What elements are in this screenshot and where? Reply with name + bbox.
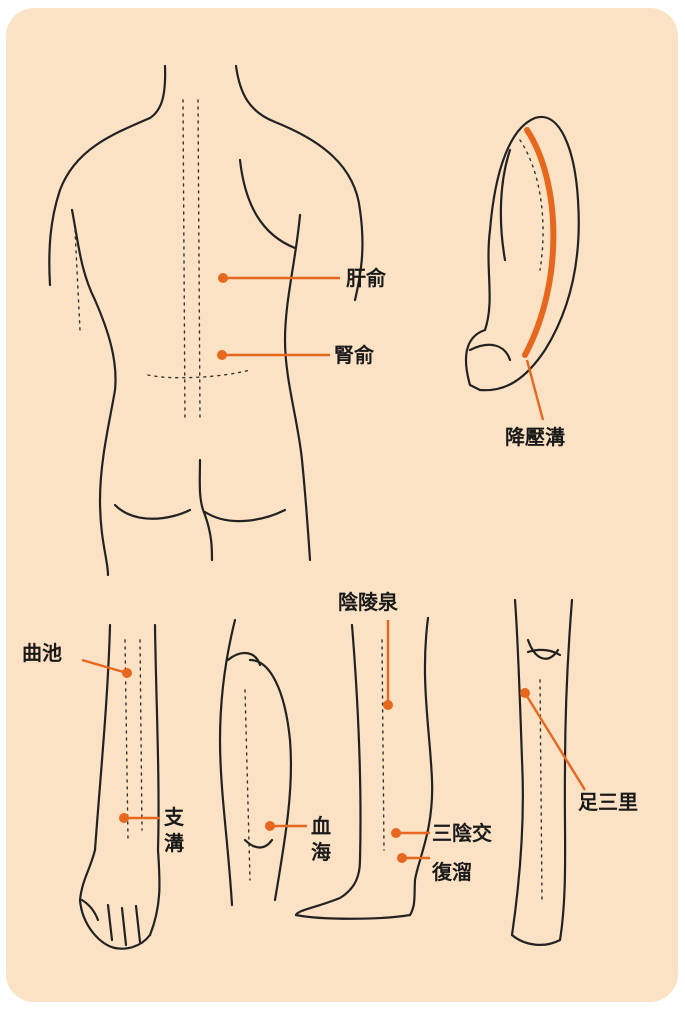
zusanli-point xyxy=(520,688,530,698)
acupoint-dots xyxy=(119,273,530,863)
xuehai-point xyxy=(265,821,275,831)
ear-figure xyxy=(466,117,579,390)
knee-figure xyxy=(220,620,291,905)
label-zhigou: 支溝 xyxy=(164,804,186,856)
yinlingquan-point xyxy=(383,700,393,710)
label-jiangyagou: 降壓溝 xyxy=(505,427,565,447)
label-yinlingquan: 陰陵泉 xyxy=(338,592,398,612)
label-quchi: 曲池 xyxy=(22,643,62,663)
label-xuehai: 血海 xyxy=(311,813,333,865)
back-figure xyxy=(49,66,362,575)
label-ganshu: 肝俞 xyxy=(346,268,386,288)
ganshu-point xyxy=(218,273,228,283)
label-zusanli: 足三里 xyxy=(578,792,638,812)
forearm-figure xyxy=(80,625,160,949)
quchi-point xyxy=(122,668,132,678)
shenshu-point xyxy=(217,350,227,360)
front-leg-figure xyxy=(512,600,572,945)
label-shenshu: 腎俞 xyxy=(334,345,374,365)
label-sanyinjiao: 三陰交 xyxy=(432,823,492,843)
fuliu-point xyxy=(397,853,407,863)
label-fuliu: 復溜 xyxy=(432,862,472,882)
zhigou-point xyxy=(119,813,129,823)
lower-leg-figure xyxy=(296,618,432,919)
sanyinjiao-point xyxy=(391,828,401,838)
